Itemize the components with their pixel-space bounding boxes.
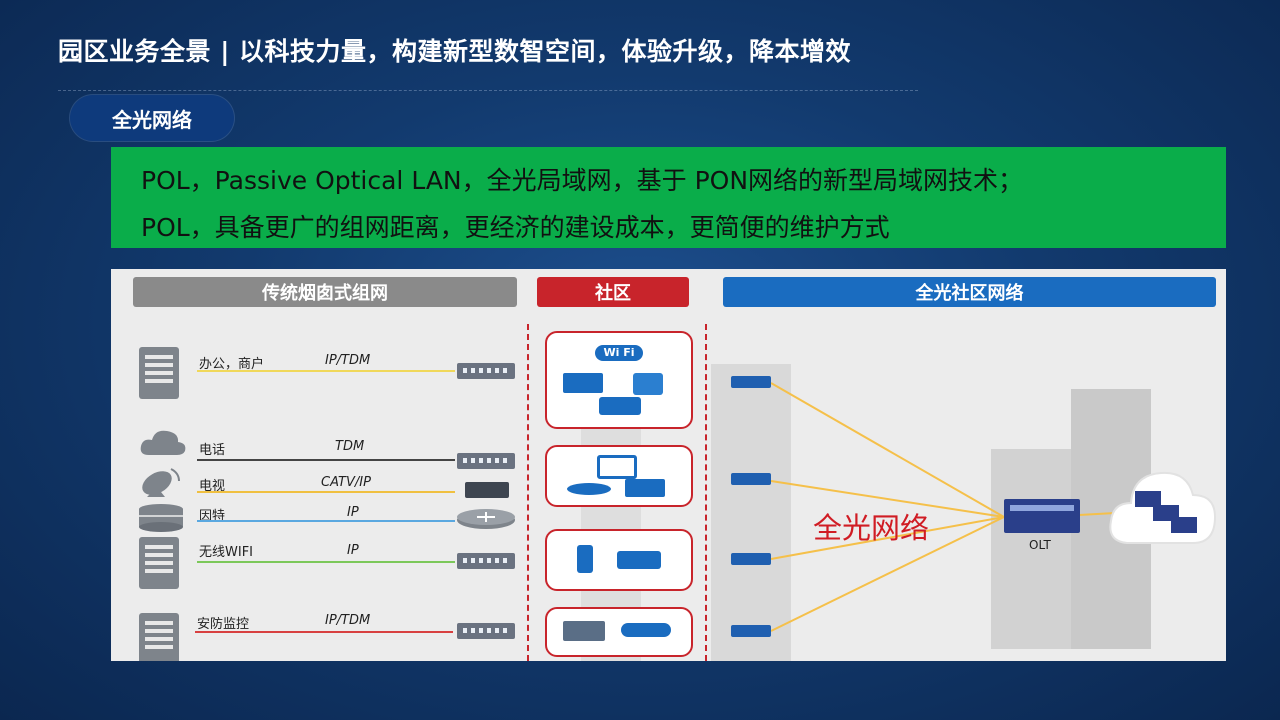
camera-icon	[621, 623, 671, 637]
service-protocol: IP/TDM	[325, 613, 371, 628]
switch-icon	[457, 553, 515, 569]
switch-icon	[457, 623, 515, 639]
service-protocol: IP/TDM	[325, 353, 371, 368]
cloud-icon	[140, 430, 186, 455]
community-card-tv	[545, 445, 693, 507]
onu-icon	[731, 376, 771, 388]
printer-icon	[633, 373, 663, 395]
title-divider	[58, 90, 918, 91]
community-card-security	[545, 607, 693, 657]
network-label: 全光网络	[813, 511, 930, 545]
network-diagram: 传统烟囱式组网 社区 全光社区网络 办公，商户 IP/TDM 电话 TDM 电视…	[111, 269, 1226, 661]
service-label: 电视	[199, 479, 226, 494]
header-all-optical: 全光社区网络	[723, 277, 1216, 307]
phone-icon	[577, 545, 593, 573]
service-protocol: CATV/IP	[321, 475, 371, 490]
header-traditional: 传统烟囱式组网	[133, 277, 517, 307]
satellite-dish-icon	[142, 468, 180, 497]
community-card-mobile	[545, 529, 693, 591]
olt-icon	[1004, 499, 1080, 533]
cloud-servers-icon	[1109, 471, 1217, 544]
switch-icon	[457, 453, 515, 469]
phone-icon	[567, 483, 611, 495]
database-icon	[139, 504, 183, 532]
service-protocol: TDM	[335, 439, 365, 454]
service-label: 电话	[199, 443, 226, 458]
router-icon	[457, 509, 515, 529]
service-protocol: IP	[347, 543, 359, 558]
intro-line-2: POL，具备更广的组网距离，更经济的建设成本，更简便的维护方式	[141, 213, 890, 242]
fiber-links	[770, 382, 1116, 632]
set-top-box-icon	[465, 482, 509, 498]
onu-icon	[731, 473, 771, 485]
tv-icon	[597, 455, 637, 479]
intro-line-1: POL，Passive Optical LAN，全光局域网，基于 PON网络的新…	[141, 166, 1024, 195]
onu-icon	[731, 625, 771, 637]
server-icon	[139, 613, 179, 661]
olt-label: OLT	[1029, 538, 1051, 552]
wifi-icon: Wi Fi	[595, 345, 643, 361]
onu-icon	[731, 553, 771, 565]
computer-icon	[625, 479, 665, 497]
intro-banner: POL，Passive Optical LAN，全光局域网，基于 PON网络的新…	[111, 147, 1226, 248]
divider-right	[705, 324, 707, 661]
desktop-icon	[599, 397, 641, 415]
service-label: 安防监控	[197, 617, 250, 632]
server-icon	[139, 537, 179, 589]
gateway-icon	[617, 551, 661, 569]
header-community: 社区	[537, 277, 689, 307]
community-card-wifi: Wi Fi	[545, 331, 693, 429]
service-protocol: IP	[347, 505, 359, 520]
page-title: 园区业务全景 | 以科技力量，构建新型数智空间，体验升级，降本增效	[58, 37, 852, 66]
divider-left	[527, 324, 529, 661]
service-label: 无线WIFI	[199, 545, 253, 560]
access-panel-icon	[563, 621, 605, 641]
service-label: 办公，商户	[199, 357, 265, 372]
laptop-icon	[563, 373, 603, 393]
server-icon	[139, 347, 179, 399]
switch-icon	[457, 363, 515, 379]
section-tag: 全光网络	[70, 95, 234, 141]
